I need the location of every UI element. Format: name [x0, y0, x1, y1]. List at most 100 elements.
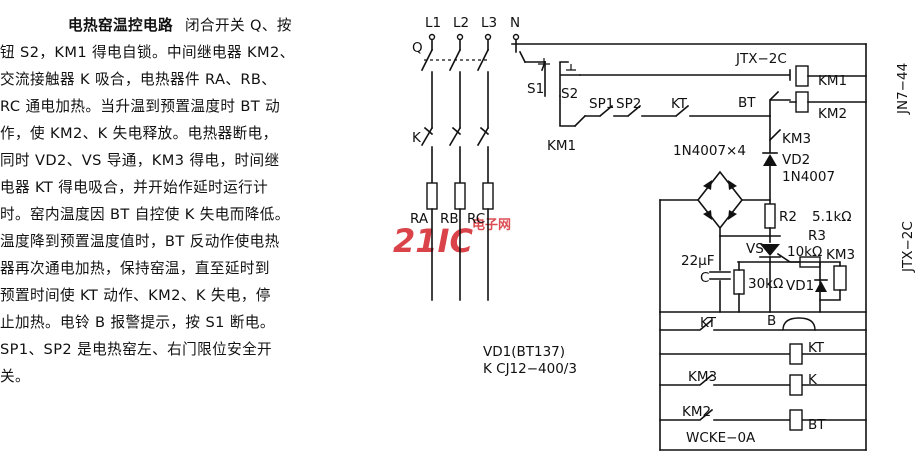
- description-line-3: 交流接触器 K 吸合，电热器件 RA、RB、: [0, 71, 277, 88]
- label-C: C: [700, 270, 709, 286]
- watermark-logo: 21IC: [393, 222, 473, 260]
- description-line-13: SP1、SP2 是电热窑左、右门限位安全开: [0, 341, 273, 358]
- diode-VD2: [763, 154, 777, 166]
- label-bridge: 1N4007×4: [673, 143, 746, 159]
- wire-heaters-bottom: [431, 208, 489, 301]
- diode-VD1: [815, 281, 827, 292]
- relay-KT-coil: [789, 343, 803, 365]
- label-VD2: VD2: [782, 152, 810, 168]
- description-line-7: 电器 KT 得电吸合，并开始作延时运行计: [0, 179, 269, 196]
- bell-B: [782, 317, 816, 331]
- bridge-rectifier-outline: [696, 170, 744, 230]
- control-circuit: S1 S2 JTX−2C KM1 KM1 SP1 SP2 KT BT KM2 J…: [511, 39, 916, 451]
- thermostat-BT-coil: [789, 409, 803, 431]
- wire-KM3-coil: [819, 261, 841, 301]
- label-JTX-side: JTX−2C: [900, 221, 916, 273]
- circuit-description: 电热窑温控电路闭合开关 Q、按 钮 S2，KM1 得电自锁。中间继电器 KM2、…: [0, 12, 384, 390]
- button-S2-branch: [559, 61, 581, 97]
- button-S1-actuator: [538, 58, 550, 65]
- contactor-K-main-contacts: [420, 126, 490, 147]
- terminal-N: [512, 33, 520, 41]
- wire-KM1-coil-feed: [579, 69, 791, 81]
- label-RA: RA: [410, 211, 429, 227]
- contactor-K-contact-marks: [423, 126, 490, 136]
- label-VD1: VD1: [786, 278, 814, 294]
- wire-SP1-SP2-KT-chain: [584, 104, 771, 118]
- label-R2: R2: [779, 209, 797, 225]
- label-R3: R3: [808, 228, 826, 244]
- description-line-5: 作，使 KM2、K 失电释放。电热器断电，: [0, 125, 278, 142]
- description-line-1: 电热窑温控电路闭合开关 Q、按: [68, 17, 292, 34]
- label-RB: RB: [440, 211, 459, 227]
- heater-RA: [426, 182, 438, 210]
- label-K-coil: K: [808, 372, 818, 388]
- label-KM2-coil: KM2: [818, 106, 847, 122]
- label-L1: L1: [425, 15, 441, 31]
- relay-KM3-coil: [833, 265, 847, 291]
- button-S2-actuator: [566, 64, 576, 71]
- description-line-10: 器再次通电加热，保持窑温，直至延时到: [0, 260, 270, 277]
- resistor-30k: [733, 269, 745, 295]
- label-B: B: [767, 313, 776, 329]
- thermostat-BT-contact: [768, 90, 791, 117]
- label-WCKE: WCKE−0A: [686, 430, 756, 446]
- resistor-R2: [764, 203, 776, 229]
- label-KM1-coil: KM1: [818, 73, 847, 89]
- label-Q: Q: [412, 40, 423, 56]
- label-KM2-no: KM2: [682, 404, 711, 420]
- bridge-diode-1: [703, 180, 712, 190]
- heater-RB: [454, 182, 466, 210]
- bridge-diode-2: [728, 180, 737, 190]
- label-BT-nc: BT: [738, 95, 756, 111]
- contact-KM3: [768, 115, 782, 142]
- label-R3-value: 10kΩ: [787, 244, 822, 260]
- label-KT-no: KT: [700, 315, 717, 331]
- label-KM3-no: KM3: [688, 369, 717, 385]
- phase-line-labels: L1 L2 L3 N: [425, 15, 520, 31]
- bridge-diode-3: [703, 210, 712, 220]
- label-KM1-contact: KM1: [547, 138, 576, 154]
- label-KT-coil: KT: [808, 340, 825, 356]
- contact-KM3-no-branch: [659, 373, 867, 386]
- label-VS: VS: [746, 241, 764, 257]
- label-L2: L2: [453, 15, 469, 31]
- description-line-12: 止加热。电铃 B 报警提示，按 S1 断电。: [0, 314, 275, 331]
- watermark-subtitle: 电子网: [472, 217, 511, 233]
- description-line-14: 关。: [0, 368, 30, 385]
- contact-KM2-no-branch: [659, 408, 867, 421]
- label-R-30k: 30kΩ: [748, 276, 783, 292]
- heater-RC: [482, 182, 494, 210]
- label-K: K: [412, 130, 422, 146]
- wire-stub: [518, 50, 527, 64]
- label-BT-coil: BT: [808, 417, 826, 433]
- wire-bridge-bottom: [719, 227, 781, 237]
- wire-KM1-self-hold: [559, 95, 576, 127]
- wire-K-to-heaters: [431, 146, 489, 184]
- contact-KT-no: [659, 318, 783, 331]
- terminal-L3: [484, 33, 492, 41]
- legend-K-part: K CJ12−400/3: [483, 361, 577, 377]
- description-line-11: 预置时间使 KT 动作、KM2、K 失电，停: [0, 287, 271, 304]
- description-line-8: 时。窑内温度因 BT 自控使 K 失电而降低。: [0, 206, 290, 223]
- label-SP1: SP1: [589, 96, 614, 112]
- contact-KM1-holding: [573, 114, 587, 128]
- label-R2-value: 5.1kΩ: [812, 209, 852, 225]
- three-phase-power-circuit: Q K RA RB RC: [410, 33, 520, 301]
- label-KM3-contact: KM3: [782, 131, 811, 147]
- capacitor-C: [709, 235, 731, 313]
- label-N: N: [510, 15, 520, 31]
- legend-VD1-part: VD1(BT137): [483, 344, 565, 360]
- contactor-K-coil: [789, 374, 803, 396]
- label-KM3-coil: KM3: [826, 247, 855, 263]
- terminal-L2: [456, 33, 464, 41]
- wire-lines-to-Q: [431, 39, 489, 51]
- terminal-L1: [428, 33, 436, 41]
- label-RC: RC: [467, 211, 485, 227]
- parts-legend: VD1(BT137) K CJ12−400/3: [483, 344, 577, 377]
- description-line-6: 同时 VD2、VS 导通，KM3 得电，时间继: [0, 152, 280, 169]
- label-C-value: 22μF: [681, 253, 715, 269]
- label-JTX-top: JTX−2C: [735, 51, 787, 67]
- label-KT-nc: KT: [671, 96, 688, 112]
- label-JN7: JN7−44: [895, 63, 911, 115]
